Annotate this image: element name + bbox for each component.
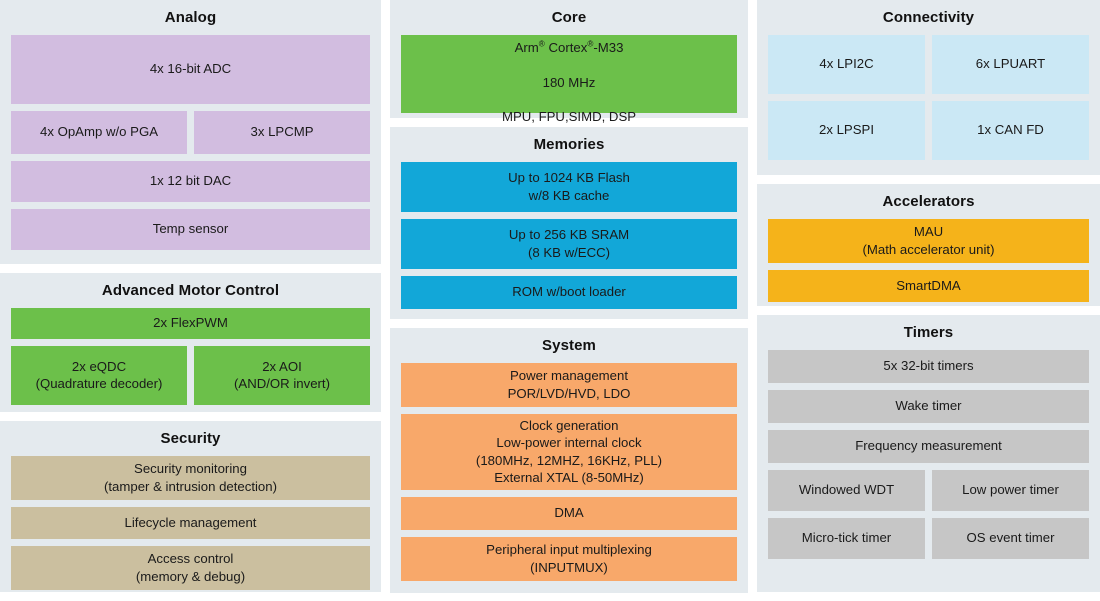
core-line-1: Arm® Cortex®-M33 <box>515 40 624 55</box>
block-dma[interactable]: DMA <box>401 496 737 530</box>
block-smartdma[interactable]: SmartDMA <box>768 269 1089 302</box>
panel-analog: Analog 4x 16-bit ADC 4x OpAmp w/o PGA 3x… <box>0 0 381 264</box>
security-blocks: Security monitoring (tamper & intrusion … <box>11 455 370 590</box>
block-access-control[interactable]: Access control (memory & debug) <box>11 545 370 590</box>
block-mau[interactable]: MAU (Math accelerator unit) <box>768 218 1089 263</box>
panel-title-accelerators: Accelerators <box>882 193 975 210</box>
block-temp-sensor[interactable]: Temp sensor <box>11 208 370 250</box>
motor-row-eqdc-aoi: 2x eQDC (Quadrature decoder) 2x AOI (AND… <box>11 345 370 405</box>
panel-title-core: Core <box>551 9 587 26</box>
block-adc[interactable]: 4x 16-bit ADC <box>11 34 370 104</box>
block-can-fd[interactable]: 1x CAN FD <box>932 100 1089 160</box>
block-opamp[interactable]: 4x OpAmp w/o PGA <box>11 110 187 154</box>
block-windowed-wdt[interactable]: Windowed WDT <box>768 469 925 511</box>
panel-accelerators: Accelerators MAU (Math accelerator unit)… <box>757 184 1100 306</box>
panel-title-memories: Memories <box>533 136 605 153</box>
core-m33-text: -M33 <box>593 39 624 55</box>
core-blocks: Arm® Cortex®-M33 180 MHz MPU, FPU,SIMD, … <box>401 34 737 124</box>
block-sram[interactable]: Up to 256 KB SRAM (8 KB w/ECC) <box>401 218 737 269</box>
block-os-event-timer[interactable]: OS event timer <box>932 517 1089 559</box>
block-power-management[interactable]: Power management POR/LVD/HVD, LDO <box>401 362 737 407</box>
block-flexpwm[interactable]: 2x FlexPWM <box>11 307 370 339</box>
connectivity-row-2: 2x LPSPI 1x CAN FD <box>768 100 1089 160</box>
timers-row-2: Micro-tick timer OS event timer <box>768 517 1089 559</box>
block-32bit-timers[interactable]: 5x 32-bit timers <box>768 349 1089 383</box>
block-dac[interactable]: 1x 12 bit DAC <box>11 160 370 202</box>
system-blocks: Power management POR/LVD/HVD, LDO Clock … <box>401 362 737 585</box>
panel-memories: Memories Up to 1024 KB Flash w/8 KB cach… <box>390 127 748 319</box>
panel-core: Core Arm® Cortex®-M33 180 MHz MPU, FPU,S… <box>390 0 748 124</box>
block-eqdc[interactable]: 2x eQDC (Quadrature decoder) <box>11 345 187 405</box>
panel-title-connectivity: Connectivity <box>882 9 975 26</box>
block-clock-generation[interactable]: Clock generation Low-power internal cloc… <box>401 413 737 490</box>
block-aoi[interactable]: 2x AOI (AND/OR invert) <box>194 345 370 405</box>
block-lpuart[interactable]: 6x LPUART <box>932 34 1089 94</box>
block-security-monitoring[interactable]: Security monitoring (tamper & intrusion … <box>11 455 370 500</box>
block-lpi2c[interactable]: 4x LPI2C <box>768 34 925 94</box>
block-inputmux[interactable]: Peripheral input multiplexing (INPUTMUX) <box>401 536 737 581</box>
connectivity-blocks: 4x LPI2C 6x LPUART 2x LPSPI 1x CAN FD <box>768 34 1089 167</box>
panel-title-system: System <box>542 337 596 354</box>
panel-title-analog: Analog <box>164 9 217 26</box>
panel-system: System Power management POR/LVD/HVD, LDO… <box>390 328 748 593</box>
timers-blocks: 5x 32-bit timers Wake timer Frequency me… <box>768 349 1089 584</box>
core-cortex-text: Cortex <box>544 39 588 55</box>
column-left: Analog 4x 16-bit ADC 4x OpAmp w/o PGA 3x… <box>0 0 381 601</box>
panel-security: Security Security monitoring (tamper & i… <box>0 421 381 592</box>
accelerators-blocks: MAU (Math accelerator unit) SmartDMA <box>768 218 1089 302</box>
memories-blocks: Up to 1024 KB Flash w/8 KB cache Up to 2… <box>401 161 737 311</box>
block-lpcmp[interactable]: 3x LPCMP <box>194 110 370 154</box>
core-arm-text: Arm <box>514 39 539 55</box>
block-micro-tick-timer[interactable]: Micro-tick timer <box>768 517 925 559</box>
block-arm-cortex-m33[interactable]: Arm® Cortex®-M33 180 MHz MPU, FPU,SIMD, … <box>401 34 737 124</box>
panel-title-security: Security <box>160 430 221 447</box>
panel-advanced-motor-control: Advanced Motor Control 2x FlexPWM 2x eQD… <box>0 273 381 412</box>
panel-connectivity: Connectivity 4x LPI2C 6x LPUART 2x LPSPI… <box>757 0 1100 175</box>
block-rom-boot-loader[interactable]: ROM w/boot loader <box>401 275 737 309</box>
block-frequency-measurement[interactable]: Frequency measurement <box>768 429 1089 463</box>
core-line-3: MPU, FPU,SIMD, DSP <box>501 109 637 125</box>
column-middle: Core Arm® Cortex®-M33 180 MHz MPU, FPU,S… <box>390 0 748 601</box>
block-lpspi[interactable]: 2x LPSPI <box>768 100 925 160</box>
block-flash[interactable]: Up to 1024 KB Flash w/8 KB cache <box>401 161 737 212</box>
panel-timers: Timers 5x 32-bit timers Wake timer Frequ… <box>757 315 1100 592</box>
analog-blocks: 4x 16-bit ADC 4x OpAmp w/o PGA 3x LPCMP … <box>11 34 370 256</box>
panel-title-timers: Timers <box>903 324 954 341</box>
connectivity-row-1: 4x LPI2C 6x LPUART <box>768 34 1089 94</box>
motor-control-blocks: 2x FlexPWM 2x eQDC (Quadrature decoder) … <box>11 307 370 405</box>
analog-row-opamp-lpcmp: 4x OpAmp w/o PGA 3x LPCMP <box>11 110 370 154</box>
core-line-2: 180 MHz <box>542 74 596 90</box>
block-lifecycle-management[interactable]: Lifecycle management <box>11 506 370 539</box>
panel-title-advanced-motor-control: Advanced Motor Control <box>101 282 280 299</box>
registered-trademark-icon-1: ® <box>538 39 545 49</box>
column-right: Connectivity 4x LPI2C 6x LPUART 2x LPSPI… <box>757 0 1100 601</box>
registered-trademark-icon-2: ® <box>587 39 594 49</box>
timers-row-1: Windowed WDT Low power timer <box>768 469 1089 511</box>
block-wake-timer[interactable]: Wake timer <box>768 389 1089 423</box>
block-low-power-timer[interactable]: Low power timer <box>932 469 1089 511</box>
